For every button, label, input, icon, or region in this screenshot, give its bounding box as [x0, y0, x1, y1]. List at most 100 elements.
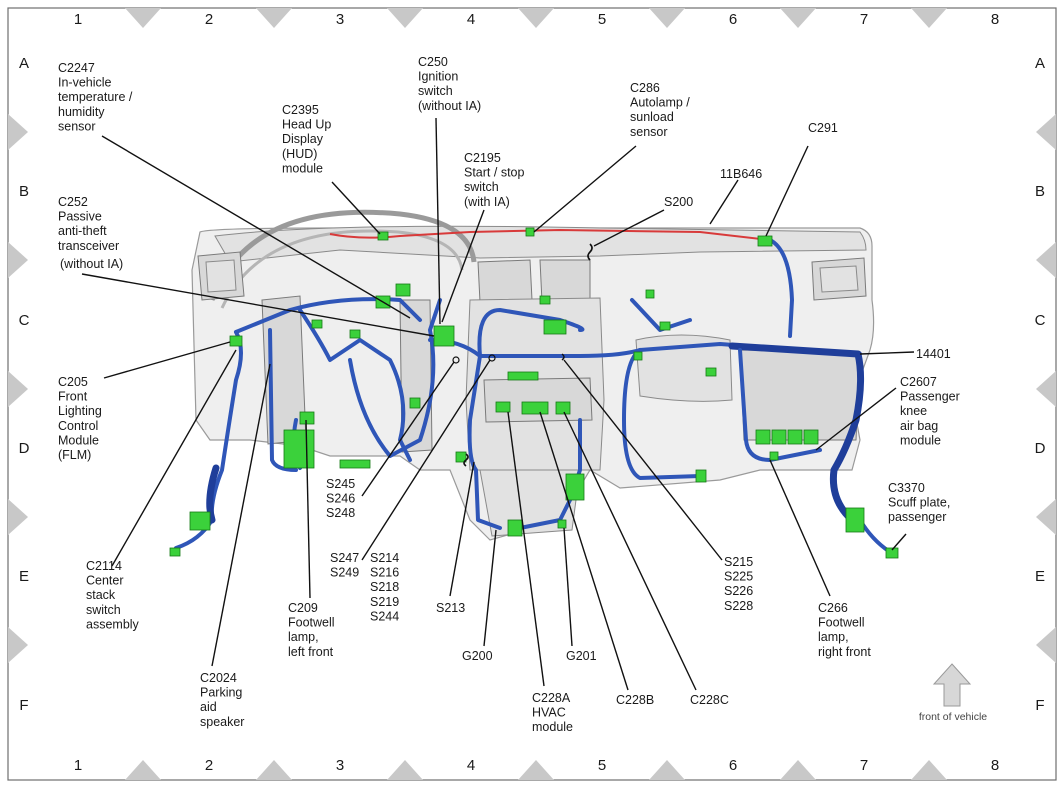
- grid-marker-right: [1036, 114, 1056, 150]
- grid-row-D-left: D: [19, 440, 30, 457]
- grid-column-6-bottom: 6: [729, 757, 737, 774]
- grid-row-E-left: E: [19, 568, 29, 585]
- grid-column-5-bottom: 5: [598, 757, 606, 774]
- callout-c209-line: lamp,: [288, 630, 319, 644]
- callout-c3370-line: C3370: [888, 481, 925, 495]
- callout-c250-line: switch: [418, 84, 453, 98]
- grid-column-1-top: 1: [74, 11, 82, 28]
- callout-c266-line: lamp,: [818, 630, 849, 644]
- callout-c252-line: transceiver: [58, 239, 119, 253]
- callout-c2195-line: Start / stop: [464, 166, 524, 180]
- grid-column-6-top: 6: [729, 11, 737, 28]
- callout-c2114-line: stack: [86, 588, 116, 602]
- grid-marker-top: [649, 8, 685, 28]
- callout-c2247-line: sensor: [58, 119, 96, 133]
- grid-markers: [8, 8, 1056, 780]
- callout-c291: C291: [808, 121, 838, 135]
- grid-marker-right: [1036, 627, 1056, 663]
- grid-column-4-bottom: 4: [467, 757, 475, 774]
- grid-marker-top: [256, 8, 292, 28]
- grid-column-8-top: 8: [991, 11, 999, 28]
- grid-row-B-right: B: [1035, 183, 1045, 200]
- grid-row-D-right: D: [1035, 440, 1046, 457]
- grid-marker-right: [1036, 371, 1056, 407]
- callout-c228b-line: C228B: [616, 693, 654, 707]
- grid-marker-top: [518, 8, 554, 28]
- connectors: [169, 227, 899, 559]
- callout-c2247-line: temperature /: [58, 90, 133, 104]
- grid-column-8-bottom: 8: [991, 757, 999, 774]
- callout-s200: S200: [664, 195, 693, 209]
- grid-marker-left: [8, 114, 28, 150]
- callout-c2395-line: C2395: [282, 103, 319, 117]
- callout-c209-line: C209: [288, 601, 318, 615]
- callout-s247-line: S249: [330, 566, 359, 580]
- grid-marker-left: [8, 499, 28, 535]
- grid-column-3-top: 3: [336, 11, 344, 28]
- grid-row-F-left: F: [19, 697, 28, 714]
- grid-marker-left: [8, 371, 28, 407]
- callout-c3370-line: passenger: [888, 510, 946, 524]
- instrument-panel-illustration: [191, 209, 875, 541]
- callout-c228a-line: C228A: [532, 691, 571, 705]
- callout-s213-line: S213: [436, 601, 465, 615]
- grid-marker-top: [125, 8, 161, 28]
- grid-column-7-top: 7: [860, 11, 868, 28]
- callout-c2607-line: C2607: [900, 375, 937, 389]
- callout-s200-line: S200: [664, 195, 693, 209]
- grid-marker-top: [780, 8, 816, 28]
- callout-s214-line: S216: [370, 566, 399, 580]
- callout-c3370-line: Scuff plate,: [888, 496, 950, 510]
- grid-row-C-right: C: [1035, 312, 1046, 329]
- callout-c286-line: C286: [630, 81, 660, 95]
- grid-column-7-bottom: 7: [860, 757, 868, 774]
- callout-s215-line: S226: [724, 584, 753, 598]
- callout-s214-line: S219: [370, 595, 399, 609]
- callout-g201: G201: [566, 649, 597, 663]
- callout-c2395-line: Head Up: [282, 118, 331, 132]
- grid-marker-left: [8, 627, 28, 663]
- callout-c209-line: left front: [288, 645, 334, 659]
- callout-c2607-line: knee: [900, 404, 927, 418]
- callout-c2024-line: speaker: [200, 715, 244, 729]
- callout-c250-line: Ignition: [418, 70, 458, 84]
- callout-c2395-line: (HUD): [282, 147, 317, 161]
- grid-row-A-right: A: [1035, 55, 1045, 72]
- grid-marker-top: [387, 8, 423, 28]
- grid-column-2-bottom: 2: [205, 757, 213, 774]
- grid-marker-bottom: [649, 760, 685, 780]
- grid-column-5-top: 5: [598, 11, 606, 28]
- callout-c2114-line: C2114: [86, 559, 122, 573]
- callout-c228b: C228B: [616, 693, 654, 707]
- callout-c2195-line: C2195: [464, 151, 501, 165]
- callout-c252b: (without IA): [60, 257, 123, 271]
- callout-c228a-line: HVAC: [532, 706, 566, 720]
- callout-s245-line: S248: [326, 506, 355, 520]
- callout-s245-line: S245: [326, 477, 355, 491]
- wiring-harness: [174, 228, 892, 554]
- callout-c205-line: Lighting: [58, 404, 102, 418]
- callout-c2247-line: In-vehicle: [58, 76, 112, 90]
- callout-c291-line: C291: [808, 121, 838, 135]
- callout-s213: S213: [436, 601, 465, 615]
- grid-column-2-top: 2: [205, 11, 213, 28]
- callout-c252-line: C252: [58, 195, 88, 209]
- callout-c228c-line: C228C: [690, 693, 729, 707]
- callout-c2114-line: Center: [86, 574, 124, 588]
- callout-c2395-line: Display: [282, 132, 324, 146]
- front-of-vehicle-label: front of vehicle: [919, 711, 987, 723]
- grid-column-3-bottom: 3: [336, 757, 344, 774]
- grid-row-F-right: F: [1035, 697, 1044, 714]
- callout-s245-line: S246: [326, 492, 355, 506]
- grid-marker-bottom: [125, 760, 161, 780]
- callout-c250-line: C250: [418, 55, 448, 69]
- callout-c266-line: C266: [818, 601, 848, 615]
